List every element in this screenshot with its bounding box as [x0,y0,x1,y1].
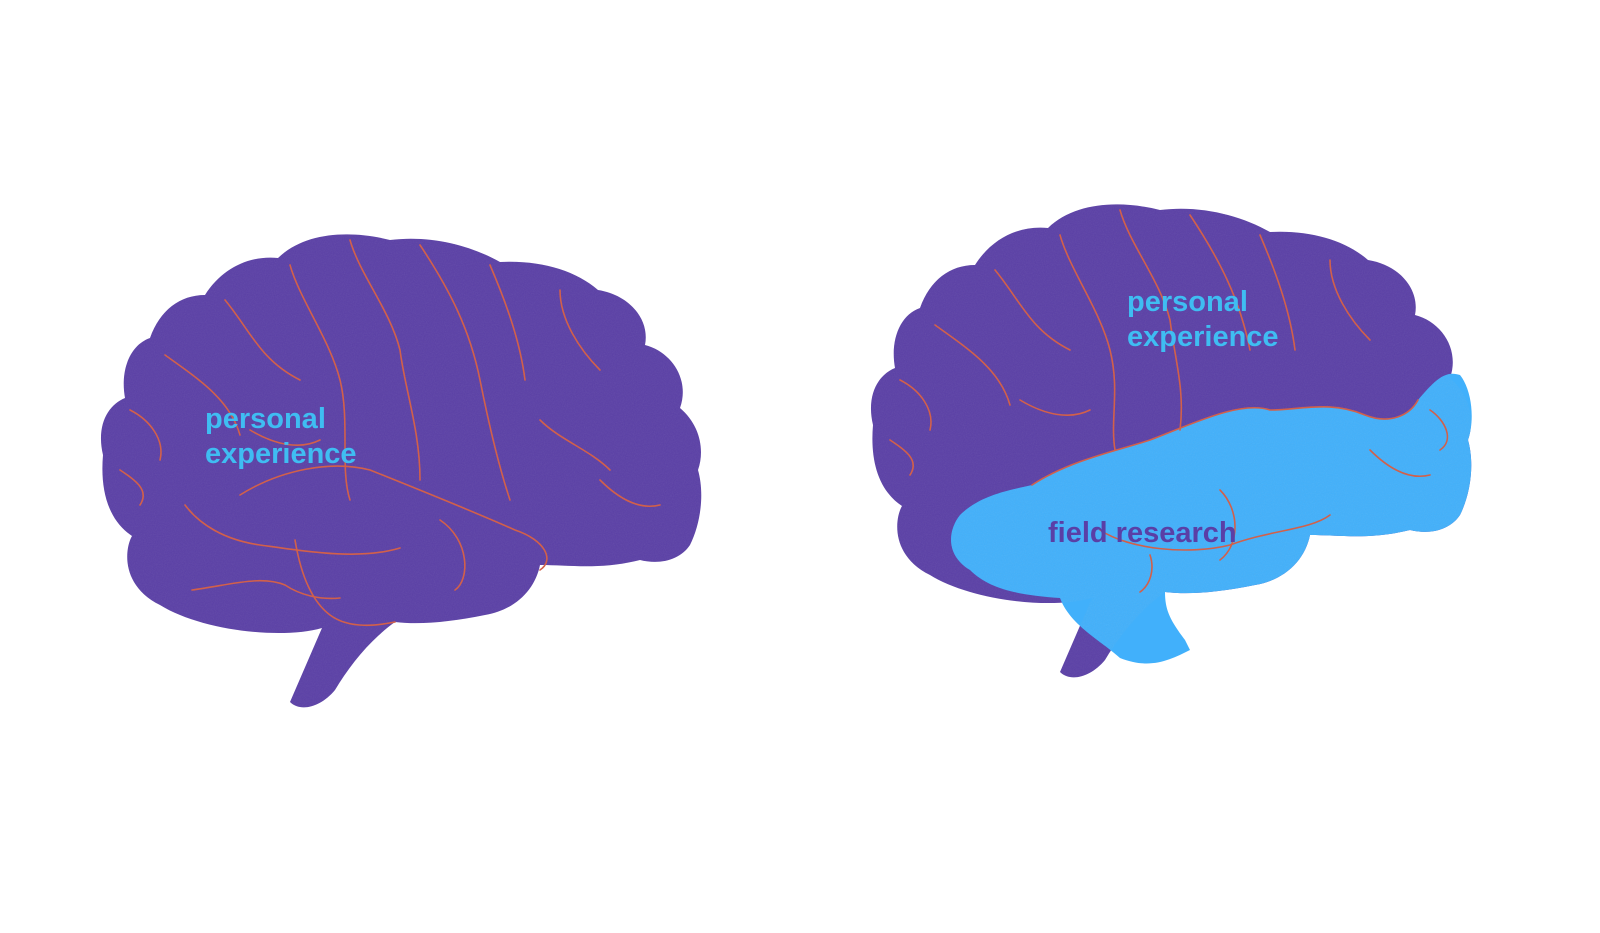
left-brain [100,234,702,708]
right-brain [870,204,1472,678]
right-label-line-1: personal [1127,286,1248,318]
left-label-line-1: personal [205,403,326,435]
field-research-line: field research [1048,517,1237,549]
right-label-line-2: experience [1127,321,1279,353]
left-brain-sulci [119,239,661,627]
right-brain-texture [870,204,1472,678]
right-brain-field-research-label: field research [1048,516,1237,551]
left-label-line-2: experience [205,438,357,470]
right-brain-personal-experience-label: personal experience [1127,285,1279,355]
left-brain-personal-experience-label: personal experience [205,402,357,472]
left-brain-texture [100,234,702,708]
right-brain-sulci [889,209,1449,593]
